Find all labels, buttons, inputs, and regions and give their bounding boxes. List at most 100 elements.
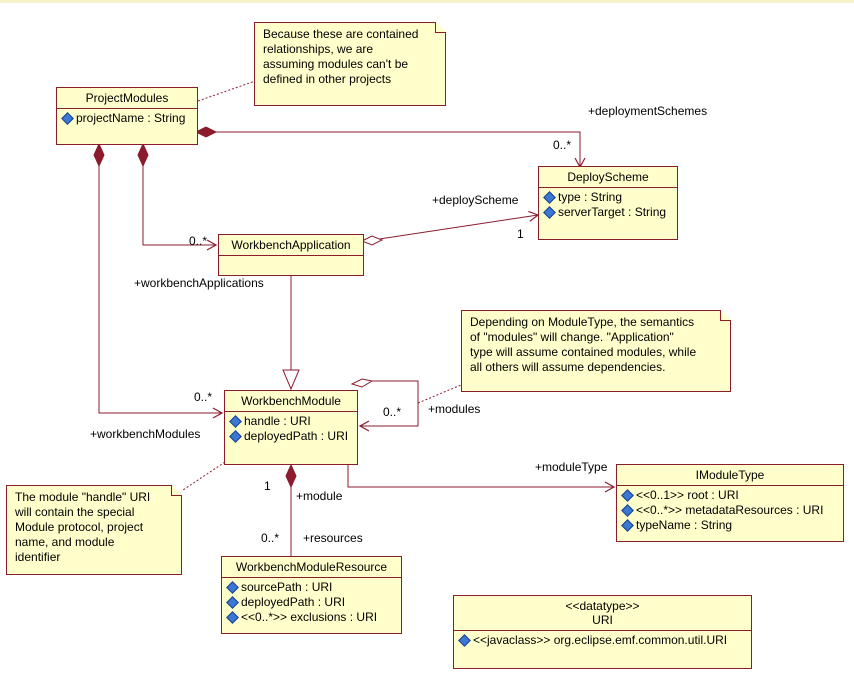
diamond-workbench-modules	[93, 142, 105, 168]
note-line: defined in other projects	[263, 72, 392, 86]
attribute-text: projectName : String	[76, 111, 186, 125]
note-line: The module "handle" URI	[15, 490, 151, 504]
note-line: relationships, we are	[263, 42, 374, 56]
attribute-text: <<0..*>> exclusions : URI	[241, 610, 378, 624]
attribute-icon	[229, 430, 242, 443]
class-attribute: <<0..*>> metadataResources : URI	[621, 503, 839, 518]
note-module-type-semantics: Depending on ModuleType, the semantics o…	[461, 310, 731, 392]
note-line: Module protocol, project	[15, 520, 144, 534]
role-deployment-schemes: +deploymentSchemes	[588, 104, 708, 118]
class-name: IModuleType	[617, 465, 843, 486]
generalization-triangle	[282, 369, 300, 391]
class-uri[interactable]: <<datatype>> URI <<javaclass>> org.eclip…	[453, 595, 752, 669]
class-workbench-module-resource[interactable]: WorkbenchModuleResource sourcePath : URI…	[221, 556, 402, 634]
role-workbench-applications: +workbenchApplications	[134, 276, 264, 290]
attribute-icon	[61, 112, 74, 125]
class-attribute: handle : URI	[229, 414, 353, 429]
class-attribute: typeName : String	[621, 518, 839, 533]
attribute-icon	[458, 634, 471, 647]
assoc-workbench-applications	[142, 157, 218, 251]
note-connector-handle	[179, 461, 226, 493]
note-line: type will assume contained modules, whil…	[470, 345, 697, 359]
attribute-text: typeName : String	[636, 518, 733, 532]
diamond-module-resources	[285, 463, 297, 489]
class-name: WorkbenchApplication	[219, 235, 363, 256]
note-line: assuming modules can't be	[263, 57, 409, 71]
role-module-type: +moduleType	[535, 460, 608, 474]
attribute-icon	[621, 489, 634, 502]
class-name: <<datatype>> URI	[454, 596, 751, 631]
mult-workbench-modules: 0..*	[194, 390, 213, 404]
role-workbench-modules: +workbenchModules	[90, 427, 201, 441]
class-attribute: <<javaclass>> org.eclipse.emf.common.uti…	[458, 633, 747, 648]
class-attribute: projectName : String	[61, 111, 193, 126]
class-stereotype: <<datatype>>	[565, 599, 640, 613]
attribute-icon	[226, 611, 239, 624]
role-module: +module	[296, 489, 343, 503]
mult-deploy-scheme: 1	[517, 227, 524, 241]
class-name-text: URI	[592, 613, 613, 627]
mult-resources: 0..*	[261, 531, 280, 545]
assoc-modules-self	[358, 380, 419, 432]
attribute-text: sourcePath : URI	[241, 580, 333, 594]
attribute-icon	[229, 415, 242, 428]
note-line: name, and module	[15, 535, 115, 549]
attribute-icon	[226, 596, 239, 609]
note-fold-icon	[435, 22, 446, 33]
class-project-modules[interactable]: ProjectModules projectName : String	[56, 87, 198, 145]
mult-modules: 0..*	[383, 405, 402, 419]
assoc-deployment-schemes	[206, 131, 586, 169]
class-name: ProjectModules	[57, 88, 197, 109]
class-attribute: serverTarget : String	[543, 205, 673, 220]
role-deploy-scheme: +deployScheme	[432, 193, 519, 207]
class-attribute: <<0..1>> root : URI	[621, 488, 839, 503]
attribute-text: <<0..1>> root : URI	[636, 488, 739, 502]
class-deploy-scheme[interactable]: DeployScheme type : String serverTarget …	[538, 166, 678, 240]
attribute-text: <<javaclass>> org.eclipse.emf.common.uti…	[473, 633, 728, 647]
assoc-module-type	[347, 465, 616, 493]
note-module-handle: The module "handle" URI will contain the…	[6, 485, 182, 575]
class-name: WorkbenchModule	[225, 391, 357, 412]
attribute-text: <<0..*>> metadataResources : URI	[636, 503, 824, 517]
class-attribute: type : String	[543, 190, 673, 205]
mult-module: 1	[264, 479, 271, 493]
class-name: WorkbenchModuleResource	[222, 557, 401, 578]
note-line: all others will assume dependencies.	[470, 360, 666, 374]
class-attribute: deployedPath : URI	[229, 429, 353, 444]
diamond-deployment-schemes	[194, 126, 218, 138]
attribute-text: type : String	[558, 190, 623, 204]
diamond-deploy-scheme	[360, 235, 384, 246]
role-resources: +resources	[303, 531, 363, 545]
note-line: Depending on ModuleType, the semantics	[470, 315, 695, 329]
assoc-deploy-scheme	[372, 210, 540, 241]
note-line: identifier	[15, 550, 61, 564]
note-connector-moduletype	[417, 381, 469, 404]
assoc-workbench-modules	[98, 157, 224, 419]
class-imodule-type[interactable]: IModuleType <<0..1>> root : URI <<0..*>>…	[616, 464, 844, 542]
attribute-icon	[543, 191, 556, 204]
mult-deployment-schemes: 0..*	[553, 138, 572, 152]
class-workbench-module[interactable]: WorkbenchModule handle : URI deployedPat…	[224, 390, 358, 465]
role-modules: +modules	[428, 402, 481, 416]
attribute-text: handle : URI	[244, 414, 311, 428]
note-line: will contain the special	[15, 505, 135, 519]
mult-workbench-applications: 0..*	[189, 234, 208, 248]
note-fold-icon	[720, 310, 731, 321]
top-border	[0, 0, 854, 3]
note-fold-icon	[171, 485, 182, 496]
class-workbench-application[interactable]: WorkbenchApplication	[218, 234, 364, 276]
attribute-icon	[226, 581, 239, 594]
note-line: of "modules" will change. "Application"	[470, 330, 674, 344]
attribute-icon	[543, 206, 556, 219]
diamond-workbench-applications	[137, 142, 149, 168]
attribute-icon	[621, 504, 634, 517]
class-attribute: deployedPath : URI	[226, 595, 397, 610]
class-attribute: <<0..*>> exclusions : URI	[226, 610, 397, 625]
note-connector-contained	[197, 79, 259, 102]
attribute-text: deployedPath : URI	[244, 429, 349, 443]
class-name: DeployScheme	[539, 167, 677, 188]
attribute-text: deployedPath : URI	[241, 595, 346, 609]
note-contained-relationships: Because these are contained relationship…	[254, 22, 446, 106]
attribute-icon	[621, 519, 634, 532]
